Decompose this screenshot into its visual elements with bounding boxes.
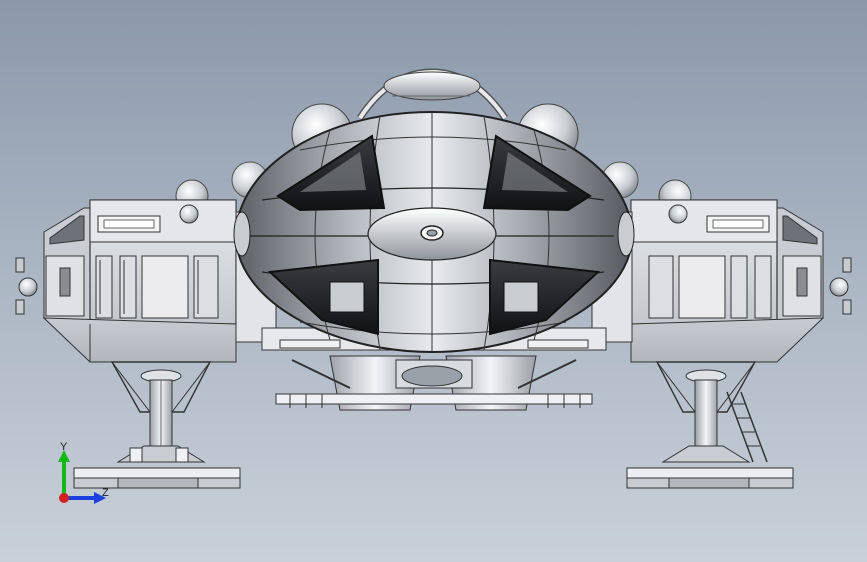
- z-axis-arrowhead: [94, 492, 106, 504]
- cockpit-head: [233, 110, 635, 354]
- x-axis-origin-dot: [59, 493, 69, 503]
- y-axis-arrowhead: [58, 450, 70, 462]
- y-axis-label: Y: [60, 441, 68, 453]
- right-pod: [626, 179, 852, 489]
- top-spine: [357, 68, 508, 120]
- left-pod: [15, 179, 241, 489]
- axis-triad: [58, 450, 106, 504]
- z-axis-label: Z: [102, 487, 109, 499]
